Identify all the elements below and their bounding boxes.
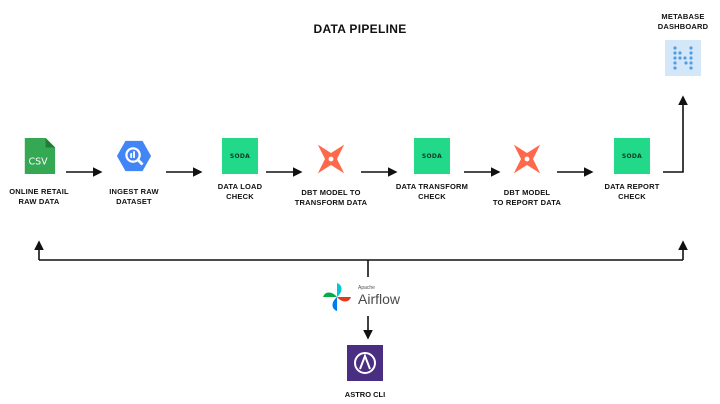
arrow-report-check-to-metabase: [663, 95, 688, 173]
node-label: DATA TRANSFORM CHECK: [395, 182, 469, 201]
node-ingest-raw-dataset: INGEST RAW DATASET: [74, 138, 194, 207]
node-data-report-check: SODA DATA REPORT CHECK: [572, 138, 692, 202]
node-metabase-dashboard: METABASE DASHBOARD: [623, 12, 720, 76]
soda-icon: SODA: [222, 138, 258, 174]
node-label: INGEST RAW DATASET: [109, 187, 159, 206]
airflow-pinwheel-icon: [323, 283, 351, 311]
airflow-logo: Apache Airflow: [322, 280, 422, 314]
diagram-title: DATA PIPELINE: [313, 22, 407, 36]
node-label: DATA LOAD CHECK: [217, 182, 263, 201]
node-label: DATA REPORT CHECK: [604, 182, 660, 201]
node-label: DBT MODEL TO TRANSFORM DATA: [294, 188, 368, 207]
dbt-icon: [317, 144, 345, 174]
svg-text:CSV: CSV: [28, 157, 48, 168]
node-label: DBT MODEL TO REPORT DATA: [492, 188, 562, 207]
metabase-icon: [665, 40, 701, 76]
node-dbt-model-transform: DBT MODEL TO TRANSFORM DATA: [271, 138, 391, 208]
airflow-text: Airflow: [358, 291, 401, 307]
node-label: METABASE DASHBOARD: [657, 12, 709, 31]
soda-icon: SODA: [414, 138, 450, 174]
node-data-transform-check: SODA DATA TRANSFORM CHECK: [372, 138, 492, 202]
dbt-icon: [513, 144, 541, 174]
node-dbt-model-report: DBT MODEL TO REPORT DATA: [467, 138, 587, 208]
bigquery-icon: [116, 140, 152, 172]
astro-icon: [347, 345, 383, 381]
astro-cli-label: ASTRO CLI: [344, 390, 386, 399]
node-data-load-check: SODA DATA LOAD CHECK: [180, 138, 300, 202]
csv-file-icon: CSV: [24, 138, 56, 174]
node-label: ONLINE RETAIL RAW DATA: [9, 187, 69, 206]
soda-icon: SODA: [614, 138, 650, 174]
apache-text: Apache: [358, 285, 375, 291]
node-online-retail-raw-data: CSV ONLINE RETAIL RAW DATA: [0, 138, 99, 207]
